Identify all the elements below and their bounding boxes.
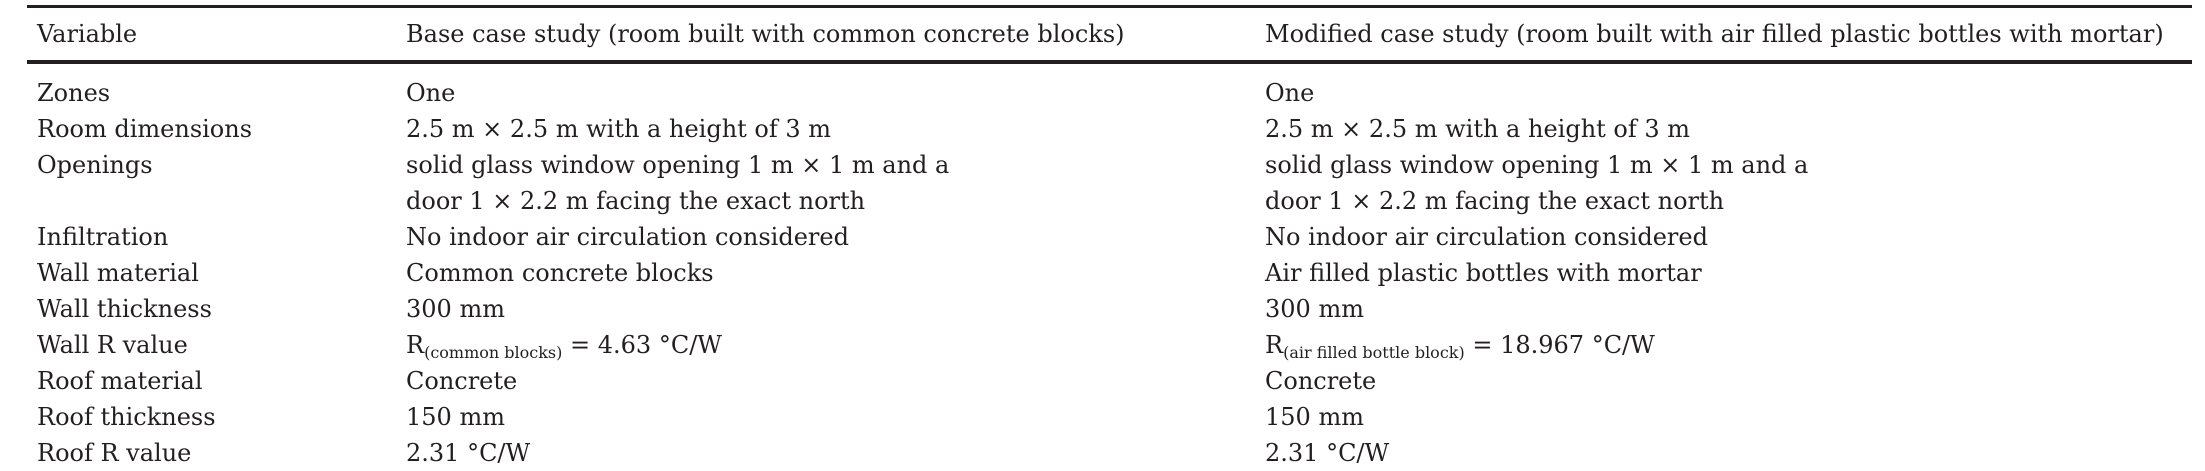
r-value: = 4.63 °C/W	[562, 331, 722, 359]
cell-modified: 300 mm	[1265, 295, 1364, 323]
table-row-infiltration: Infiltration No indoor air circulation c…	[27, 219, 2192, 255]
r-symbol: R	[406, 331, 425, 359]
cell-modified-line-1: solid glass window opening 1 m × 1 m and…	[1265, 151, 1809, 179]
cell-base: 300 mm	[406, 295, 505, 323]
table-header-row: Variable Base case study (room built wit…	[27, 8, 2192, 60]
table-row-zones: Zones One One	[27, 75, 2192, 111]
r-subscript: (air filled bottle block)	[1283, 343, 1465, 362]
cell-modified: Air filled plastic bottles with mortar	[1265, 259, 1702, 287]
cell-base: 2.31 °C/W	[406, 439, 531, 467]
cell-base: Concrete	[406, 367, 518, 395]
cell-variable: Wall material	[37, 259, 199, 287]
r-symbol: R	[1265, 331, 1284, 359]
cell-modified: 2.31 °C/W	[1265, 439, 1390, 467]
table-row-roof-material: Roof material Concrete Concrete	[27, 363, 2192, 399]
cell-variable: Wall thickness	[37, 295, 212, 323]
header-modified-case: Modified case study (room built with air…	[1265, 20, 2164, 48]
table-row-room-dimensions: Room dimensions 2.5 m × 2.5 m with a hei…	[27, 111, 2192, 147]
cell-modified: No indoor air circulation considered	[1265, 223, 1708, 251]
cell-modified: Concrete	[1265, 367, 1377, 395]
table-header-rule	[27, 60, 2192, 64]
cell-variable: Wall R value	[37, 331, 188, 359]
r-subscript: (common blocks)	[424, 343, 563, 362]
cell-base: 150 mm	[406, 403, 505, 431]
cell-modified: solid glass window opening 1 m × 1 m and…	[1265, 147, 1808, 219]
header-variable: Variable	[37, 20, 138, 48]
cell-modified: One	[1265, 79, 1315, 107]
cell-variable: Room dimensions	[37, 115, 253, 143]
r-value: = 18.967 °C/W	[1464, 331, 1655, 359]
cell-base-line-1: solid glass window opening 1 m × 1 m and…	[406, 151, 950, 179]
cell-base: One	[406, 79, 456, 107]
table-row-wall-r-value: Wall R value R(common blocks) = 4.63 °C/…	[27, 327, 2192, 363]
cell-variable: Roof thickness	[37, 403, 216, 431]
cell-variable: Openings	[37, 151, 153, 179]
cell-modified: 150 mm	[1265, 403, 1364, 431]
cell-modified: 2.5 m × 2.5 m with a height of 3 m	[1265, 115, 1691, 143]
header-base-case: Base case study (room built with common …	[406, 20, 1125, 48]
cell-variable: Roof R value	[37, 439, 192, 467]
parameters-table: Variable Base case study (room built wit…	[27, 5, 2192, 471]
cell-base-line-2: door 1 × 2.2 m facing the exact north	[406, 187, 866, 215]
cell-base: solid glass window opening 1 m × 1 m and…	[406, 147, 949, 219]
cell-base: Common concrete blocks	[406, 259, 714, 287]
table-row-openings: Openings solid glass window opening 1 m …	[27, 147, 2192, 219]
cell-modified-formula: R(air filled bottle block) = 18.967 °C/W	[1265, 327, 1655, 363]
table-row-wall-thickness: Wall thickness 300 mm 300 mm	[27, 291, 2192, 327]
cell-base-formula: R(common blocks) = 4.63 °C/W	[406, 327, 722, 363]
table-row-wall-material: Wall material Common concrete blocks Air…	[27, 255, 2192, 291]
cell-modified-line-2: door 1 × 2.2 m facing the exact north	[1265, 187, 1725, 215]
table-top-rule	[27, 5, 2192, 8]
table-row-roof-thickness: Roof thickness 150 mm 150 mm	[27, 399, 2192, 435]
cell-variable: Roof material	[37, 367, 203, 395]
cell-variable: Zones	[37, 79, 111, 107]
cell-base: No indoor air circulation considered	[406, 223, 849, 251]
table-row-roof-r-value: Roof R value 2.31 °C/W 2.31 °C/W	[27, 435, 2192, 471]
cell-variable: Infiltration	[37, 223, 169, 251]
cell-base: 2.5 m × 2.5 m with a height of 3 m	[406, 115, 832, 143]
